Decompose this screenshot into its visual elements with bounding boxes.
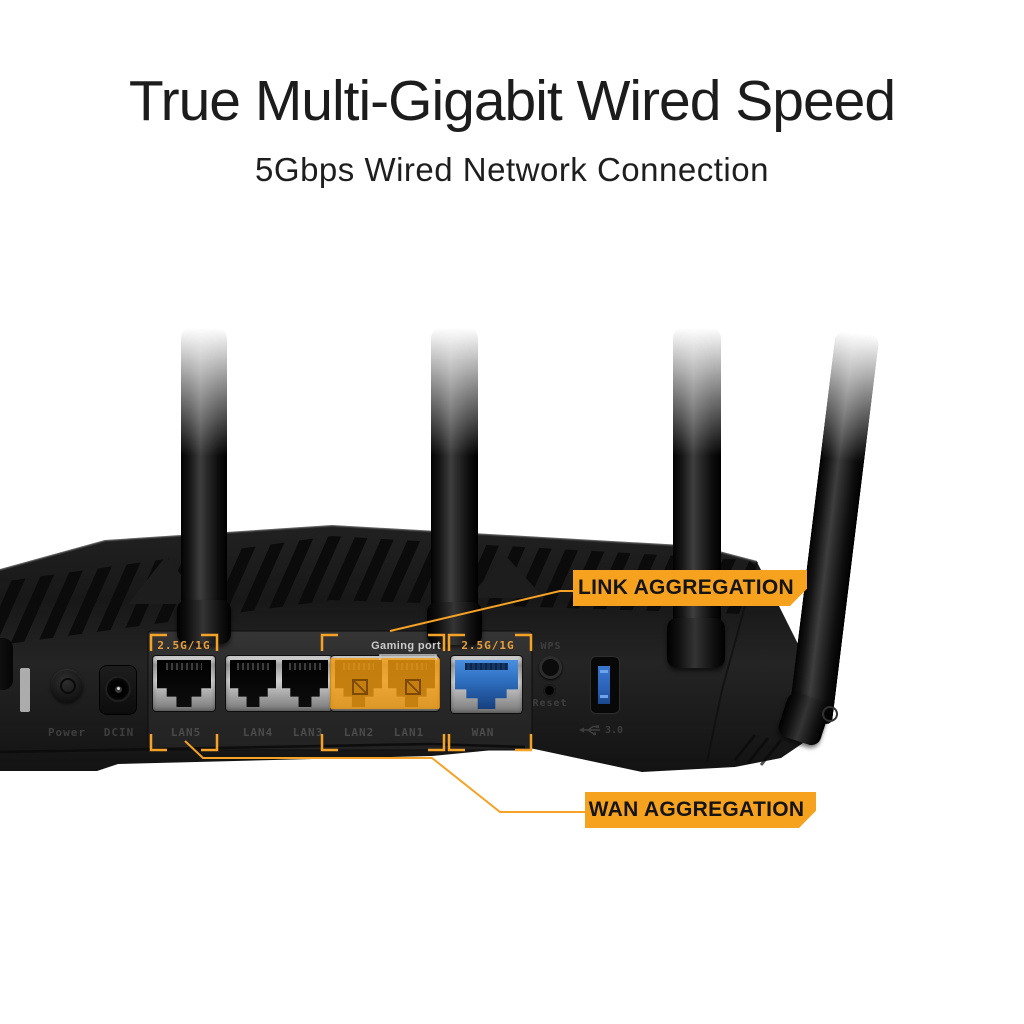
reset-label: Reset: [532, 698, 568, 709]
lan1-label: LAN1: [393, 726, 425, 739]
wan-aggregation-banner: WAN AGGREGATION: [585, 792, 816, 828]
lan5-speed-label: 2.5G/1G: [157, 639, 211, 652]
link-aggregation-banner: LINK AGGREGATION: [573, 570, 807, 606]
usb3-contact: [600, 695, 608, 698]
power-label: Power: [47, 726, 87, 739]
antenna-3-hinge: [667, 618, 725, 668]
usb3-contact: [600, 670, 608, 673]
dc-in-glint: [117, 687, 120, 690]
dc-in-jack: [100, 666, 136, 714]
wps-label: WPS: [540, 641, 562, 652]
wan-label: WAN: [471, 726, 495, 739]
link-aggregation-highlight: [330, 658, 440, 709]
antenna-2-hinge: [427, 602, 482, 645]
wan-port: [451, 656, 522, 713]
antenna-2: [431, 328, 478, 645]
usb3-badge: 3.0: [578, 724, 628, 736]
link-aggregation-callout-line: [389, 590, 573, 632]
reset-pinhole: [543, 684, 556, 697]
corner-bracket-boxes: [149, 633, 533, 752]
lan4-lan3-port-block: [226, 656, 332, 711]
lan4-label: LAN4: [242, 726, 274, 739]
lan5-label: LAN5: [170, 726, 202, 739]
gaming-port-chip-icon: [405, 679, 421, 695]
page-title: True Multi-Gigabit Wired Speed: [128, 69, 896, 133]
wps-button: [539, 656, 562, 679]
usb-speed-label: 3.0: [605, 724, 624, 736]
left-edge-reflection: [20, 668, 30, 712]
gaming-port-chip-icon: [352, 679, 368, 695]
antenna-4-dimple: [822, 706, 838, 722]
usb3-port: [590, 656, 620, 714]
lan2-label: LAN2: [343, 726, 375, 739]
usb-trident-icon: [579, 725, 600, 736]
power-icon: [60, 678, 76, 694]
wan-aggregation-callout-line: [184, 740, 586, 813]
dcin-label: DCIN: [103, 726, 135, 739]
wan-speed-label: 2.5G/1G: [461, 639, 515, 652]
lan3-label: LAN3: [292, 726, 324, 739]
left-edge-antenna-stub: [0, 638, 13, 690]
power-button: [51, 669, 83, 702]
gaming-port-label: Gaming port: [371, 640, 441, 652]
antenna-1: [181, 328, 227, 643]
antenna-3: [673, 328, 721, 668]
lan5-port: [153, 656, 215, 711]
gaming-port-bracket: [379, 654, 437, 660]
usb3-tongue: [598, 666, 610, 704]
page-subtitle: 5Gbps Wired Network Connection: [255, 151, 769, 188]
antenna-1-hinge: [177, 600, 231, 644]
